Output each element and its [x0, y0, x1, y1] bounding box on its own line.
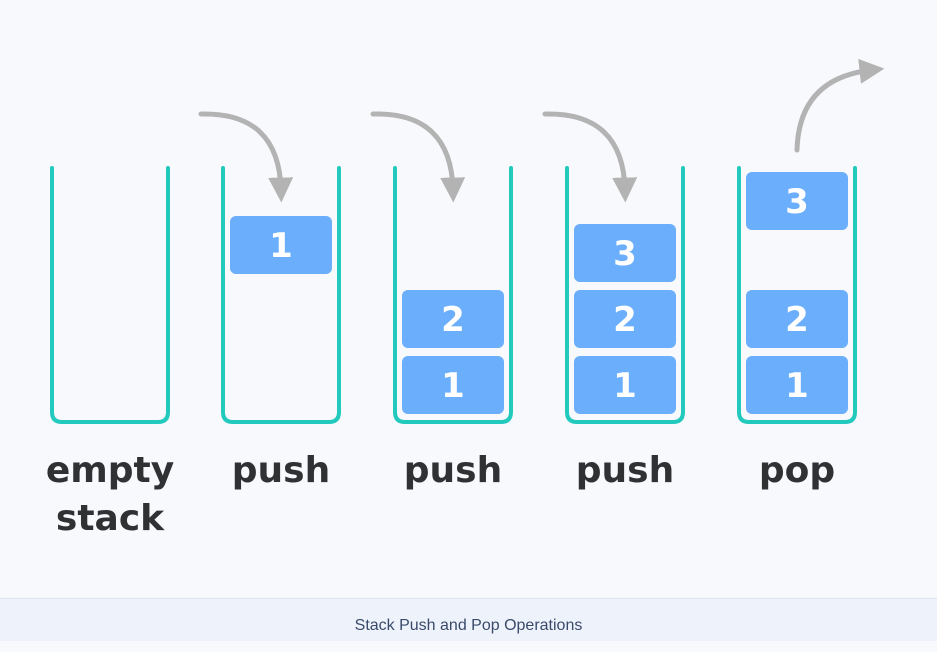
stack-5-block-1: 1 [746, 356, 848, 414]
push-arrow-2 [370, 111, 466, 203]
pop-arrow [794, 58, 885, 153]
stack-3-block-2-box [402, 290, 504, 348]
stack-container-1 [50, 166, 170, 424]
stack-4-block-1: 1 [574, 356, 676, 414]
push-arrow-1 [198, 111, 294, 203]
stack-3-block-1: 1 [402, 356, 504, 414]
stack-3-block-1-value: 1 [441, 366, 465, 406]
stack-5-popped-block: 3 [746, 172, 848, 230]
stack-3-label-line-1: push [404, 450, 502, 491]
stack-4-block-3-value: 3 [613, 234, 637, 274]
stack-1-label-line-2: stack [56, 498, 165, 539]
stack-5-block-2: 2 [746, 290, 848, 348]
stack-4-block-1-value: 1 [613, 366, 637, 406]
stack-3-block-2-value: 2 [441, 300, 465, 340]
stack-operations-diagram: empty stack 1 push 1 2 push 1 2 3 push 1 2 3 pop [45, 58, 885, 539]
stack-4-block-2-box [574, 290, 676, 348]
stack-5-block-2-value: 2 [785, 300, 809, 340]
stack-5-block-1-value: 1 [785, 366, 809, 406]
stack-5-popped-block-box [746, 172, 848, 230]
stack-4-block-1-box [574, 356, 676, 414]
stack-5-popped-block-value: 3 [785, 182, 809, 222]
stack-container-3 [393, 166, 513, 424]
stack-4-block-2: 2 [574, 290, 676, 348]
stack-3-block-1-box [402, 356, 504, 414]
stack-2-block-1: 1 [230, 216, 332, 274]
stack-container-2 [221, 166, 341, 424]
stack-5-label-line-1: pop [759, 450, 835, 491]
push-arrow-3 [542, 111, 638, 203]
stack-2-block-1-value: 1 [269, 226, 293, 266]
stack-5-block-2-box [746, 290, 848, 348]
stack-container-4 [565, 166, 685, 424]
stack-1-label-line-1: empty [46, 450, 174, 491]
stack-4-block-3-box [574, 224, 676, 282]
diagram-caption: Stack Push and Pop Operations [354, 617, 583, 634]
stack-5-block-1-box [746, 356, 848, 414]
stack-4-label-line-1: push [576, 450, 674, 491]
caption-bar: Stack Push and Pop Operations [0, 598, 937, 641]
diagram-canvas: empty stack 1 push 1 2 push 1 2 3 push 1 2 3 pop [46, 58, 885, 539]
stack-4-block-3: 3 [574, 224, 676, 282]
stack-3-block-2: 2 [402, 290, 504, 348]
stack-2-block-1-box [230, 216, 332, 274]
stack-4-block-2-value: 2 [613, 300, 637, 340]
stack-2-label-line-1: push [232, 450, 330, 491]
stack-container-5 [737, 166, 857, 424]
